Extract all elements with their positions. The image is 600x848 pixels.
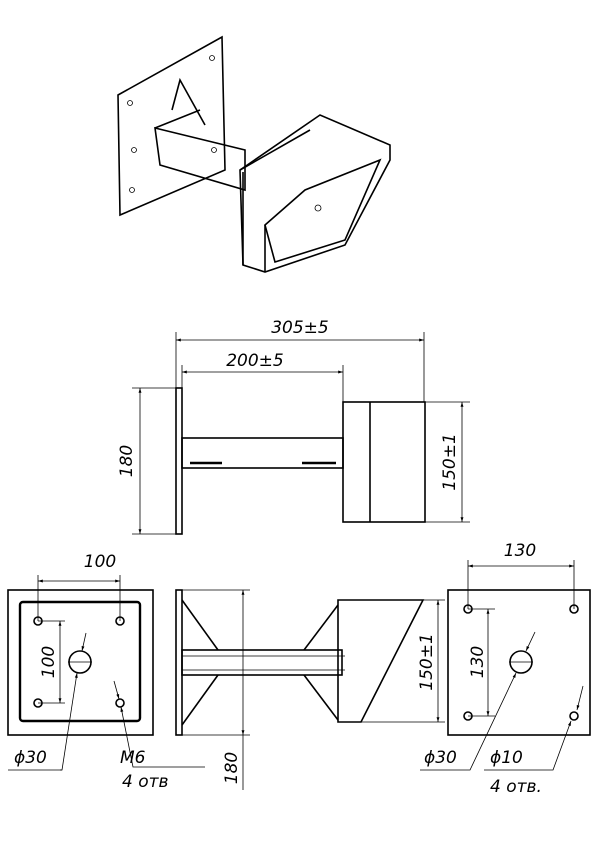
- dim-beam-length: 200±5: [226, 351, 284, 371]
- hole-count-label: 4 отв.: [490, 777, 542, 797]
- front-plate-view: 100 100 ϕ30 M6 4 отв: [7, 552, 205, 792]
- top-view: 180 150±1: [175, 589, 445, 790]
- hole-count-label: 4 отв: [122, 772, 169, 792]
- side-view: 305±5 200±5 180 150±1: [117, 318, 470, 535]
- rear-plate-view: 130 130 ϕ30 ϕ10 4 отв.: [420, 541, 591, 797]
- thread-label: M6: [120, 748, 146, 768]
- dim-box-height-top: 150±1: [417, 633, 437, 691]
- dim-hole-spacing-h: 130: [504, 541, 536, 561]
- dim-plate-height-top: 180: [222, 752, 242, 784]
- center-hole-label: ϕ30: [424, 748, 457, 768]
- dim-hole-spacing-v: 100: [39, 646, 59, 678]
- center-hole-label: ϕ30: [14, 748, 47, 768]
- dim-box-height: 150±1: [440, 433, 460, 491]
- isometric-view: [117, 35, 391, 273]
- small-hole-label: ϕ10: [490, 748, 523, 768]
- dim-hole-spacing-h: 100: [84, 552, 116, 572]
- dim-overall-length: 305±5: [271, 318, 329, 338]
- dim-plate-height: 180: [117, 445, 137, 477]
- dim-hole-spacing-v: 130: [468, 646, 488, 678]
